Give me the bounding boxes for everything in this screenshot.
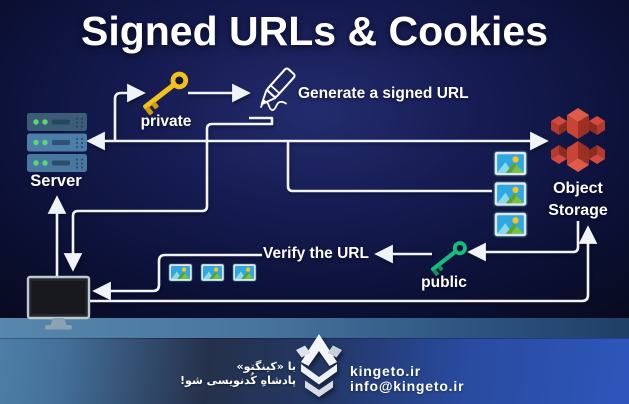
wire-client-to-storage (89, 225, 598, 303)
wire-pen-to-client (63, 116, 274, 272)
verify-url-label: Verify the URL (263, 245, 369, 262)
image-thumbnail-icon (200, 263, 225, 282)
server-unit (27, 113, 87, 131)
public-key-label: public (421, 274, 467, 291)
image-thumbnail-icon (168, 263, 193, 282)
table-strip (0, 318, 629, 338)
connector-wires (47, 83, 598, 303)
object-storage-label-line1: Object (553, 180, 603, 197)
wire-storage-branch-to-objects (286, 141, 492, 193)
generate-signed-url-label: Generate a signed URL (298, 85, 469, 102)
image-thumbnail-icon (493, 150, 528, 177)
object-storage-label-line2: Storage (548, 202, 608, 219)
server-unit (27, 133, 87, 152)
wire-verify-to-client (92, 253, 262, 301)
page-title: Signed URLs & Cookies (80, 8, 548, 54)
private-key-label: private (140, 113, 192, 130)
image-thumbnail-icon (493, 211, 528, 238)
signature-squiggle (260, 100, 287, 111)
footer-email-text: info@kingeto.ir (350, 378, 465, 394)
server-label: Server (30, 172, 82, 190)
image-thumbnail-icon (493, 180, 528, 208)
footer-website-text: kingeto.ir (350, 363, 422, 379)
object-storage-icon (551, 108, 605, 172)
pen-icon (260, 67, 296, 111)
wire-storage-to-public-key (467, 221, 580, 262)
server-unit (27, 154, 87, 172)
object-storage-label: Object Storage (538, 178, 618, 222)
wire-server-to-private-key (113, 83, 146, 141)
server-icon (27, 113, 87, 172)
monitor-stand (50, 318, 67, 325)
footer-slogan-line1: با «کینگتو» (236, 360, 296, 373)
image-row (168, 263, 257, 282)
footer-slogan-line2: پادشاهِ کُدنویسی شو! (180, 373, 296, 387)
monitor-icon (26, 275, 91, 330)
footer-slogan: با «کینگتو» پادشاهِ کُدنویسی شو! (180, 360, 296, 387)
image-thumbnail-icon (232, 263, 257, 282)
private-key-icon (143, 71, 189, 116)
image-stack (493, 150, 528, 238)
public-key-icon (430, 241, 467, 276)
kingeto-logo-icon (296, 334, 342, 397)
